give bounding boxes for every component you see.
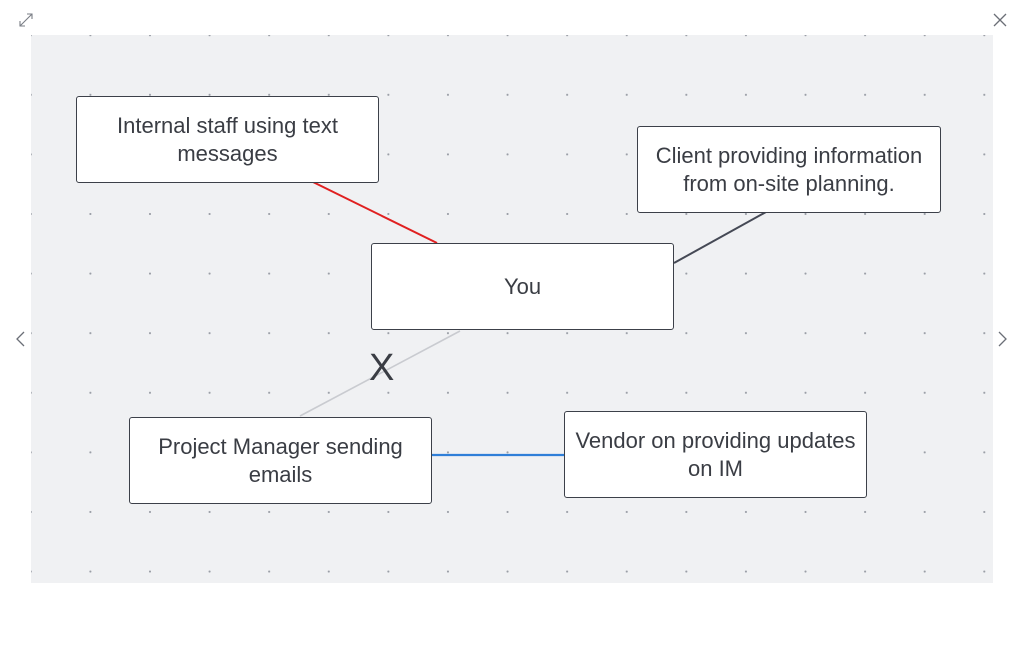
node-internal-staff[interactable]: Internal staff using text messages xyxy=(76,96,379,183)
connector-layer xyxy=(299,181,767,457)
node-vendor[interactable]: Vendor on providing updates on IM xyxy=(564,411,867,498)
broken-link-x-mark: X xyxy=(369,347,395,389)
edge-client-to-you xyxy=(673,211,767,264)
chevron-right-icon[interactable] xyxy=(990,327,1014,351)
node-project-manager-label: Project Manager sending emails xyxy=(158,433,403,487)
close-icon[interactable] xyxy=(988,8,1012,32)
node-vendor-label: Vendor on providing updates on IM xyxy=(575,427,856,481)
node-project-manager[interactable]: Project Manager sending emails xyxy=(129,417,432,504)
node-internal-staff-label: Internal staff using text messages xyxy=(117,112,338,166)
expand-icon[interactable] xyxy=(14,8,38,32)
node-client[interactable]: Client providing information from on-sit… xyxy=(637,126,941,213)
node-you-label: You xyxy=(503,273,542,299)
diagram-canvas: Internal staff using text messages Clien… xyxy=(31,35,993,583)
chevron-left-icon[interactable] xyxy=(9,327,33,351)
node-you[interactable]: You xyxy=(371,243,674,330)
edge-project-manager-to-you xyxy=(299,330,461,417)
edge-internal-staff-to-you xyxy=(312,181,438,244)
node-client-label: Client providing information from on-sit… xyxy=(655,142,923,196)
